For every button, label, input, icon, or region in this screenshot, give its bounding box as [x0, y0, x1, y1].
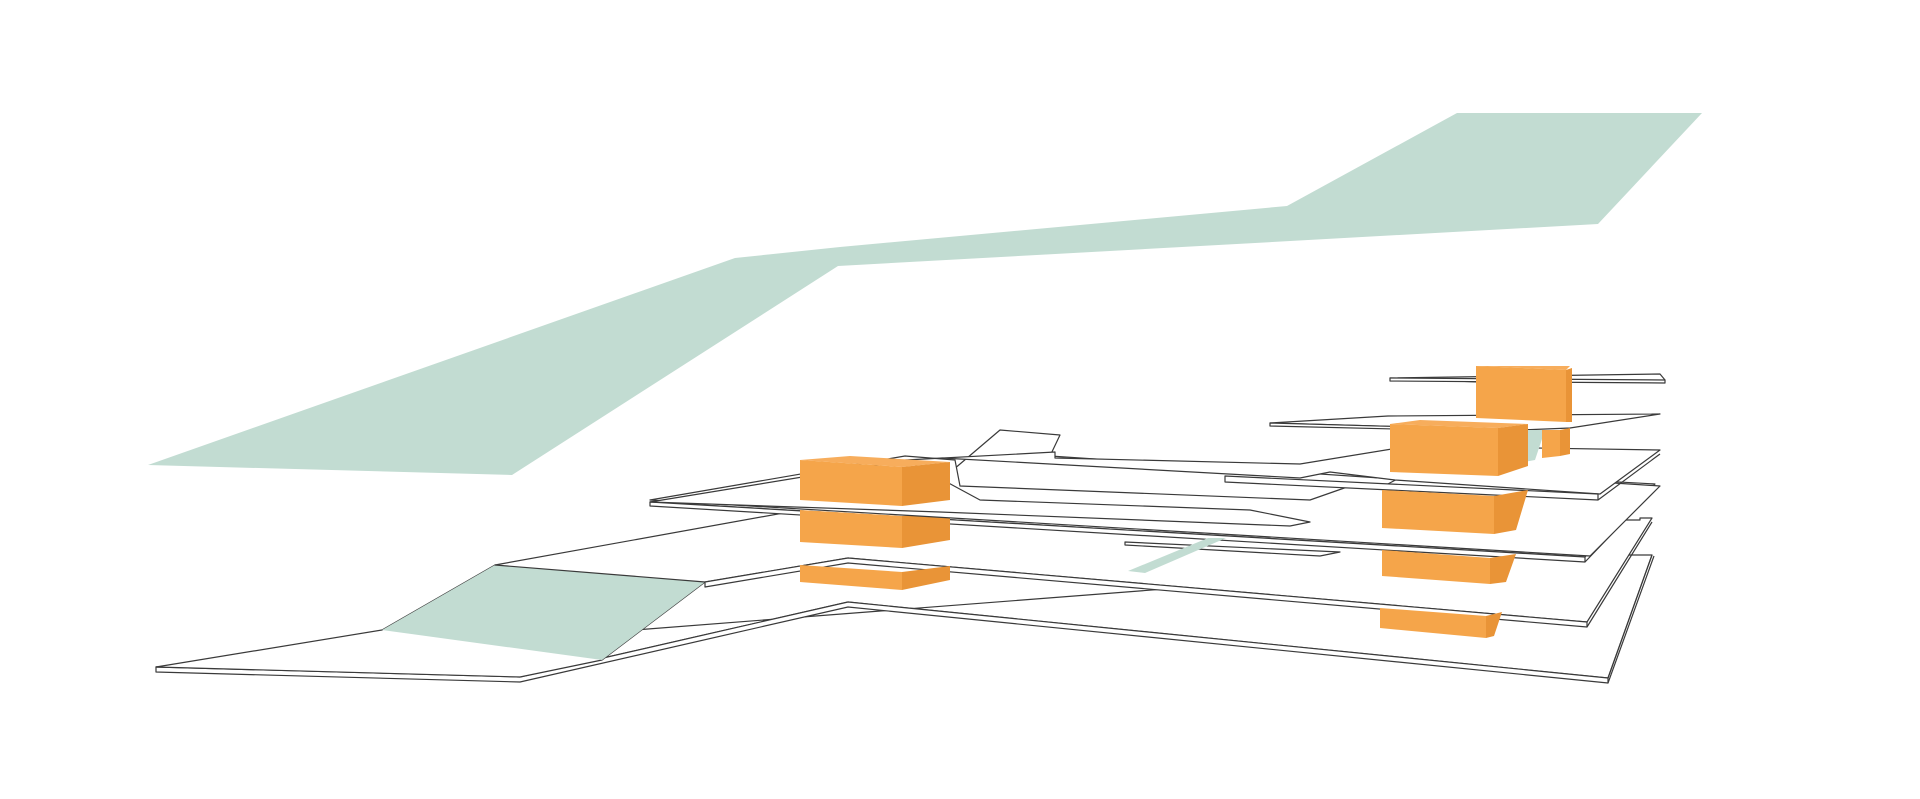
- orange-volume-right-3: [1382, 490, 1528, 534]
- orange-volume-right-1-side: [1486, 612, 1502, 638]
- orange-volume-left-3-side: [902, 462, 950, 506]
- orange-volume-right-5: [1542, 428, 1570, 458]
- orange-volume-right-2-side: [1490, 554, 1516, 584]
- orange-volume-left-3-front: [800, 460, 902, 506]
- orange-volume-top-front: [1476, 366, 1566, 422]
- floor-plate-5-edge-right: [1597, 453, 1661, 501]
- orange-volume-top-top: [1476, 366, 1570, 370]
- orange-volume-right-4-side: [1498, 424, 1528, 476]
- green-ramp: [382, 565, 705, 660]
- orange-volume-left-1: [800, 565, 950, 590]
- green-roof-band: [148, 113, 1702, 475]
- orange-volume-left-3: [800, 456, 950, 506]
- orange-volume-right-1: [1380, 608, 1502, 638]
- ground-plate-edge-right-2: [1607, 554, 1653, 679]
- orange-volume-right-4: [1390, 420, 1528, 476]
- ground-plate-edge-right: [1607, 555, 1655, 684]
- floor-plate-3-opening: [1124, 541, 1341, 557]
- orange-volume-right-5-side: [1560, 428, 1570, 456]
- orange-volume-left-2-front: [800, 510, 902, 548]
- orange-volume-top-side: [1566, 368, 1572, 422]
- orange-volume-left-3-top: [800, 456, 950, 467]
- orange-volume-left-1-side: [902, 566, 950, 590]
- orange-volume-right-4-top: [1390, 420, 1528, 428]
- orange-volume-left-2: [800, 510, 950, 548]
- orange-volume-left-2-side: [902, 512, 950, 548]
- green-sliver: [1128, 538, 1226, 573]
- orange-volume-top: [1476, 366, 1572, 422]
- orange-volume-right-3-side: [1494, 490, 1528, 534]
- orange-volume-right-3-front: [1382, 490, 1494, 534]
- orange-volume-right-4-front: [1390, 424, 1498, 476]
- floor-plate-2-edge-right: [1586, 521, 1653, 628]
- orange-volume-left-1-front: [800, 565, 902, 590]
- orange-volume-right-2-front: [1382, 550, 1490, 584]
- orange-volume-right-1-front: [1380, 608, 1486, 638]
- orange-volume-right-5-front: [1542, 430, 1560, 458]
- orange-volume-right-2: [1382, 550, 1516, 584]
